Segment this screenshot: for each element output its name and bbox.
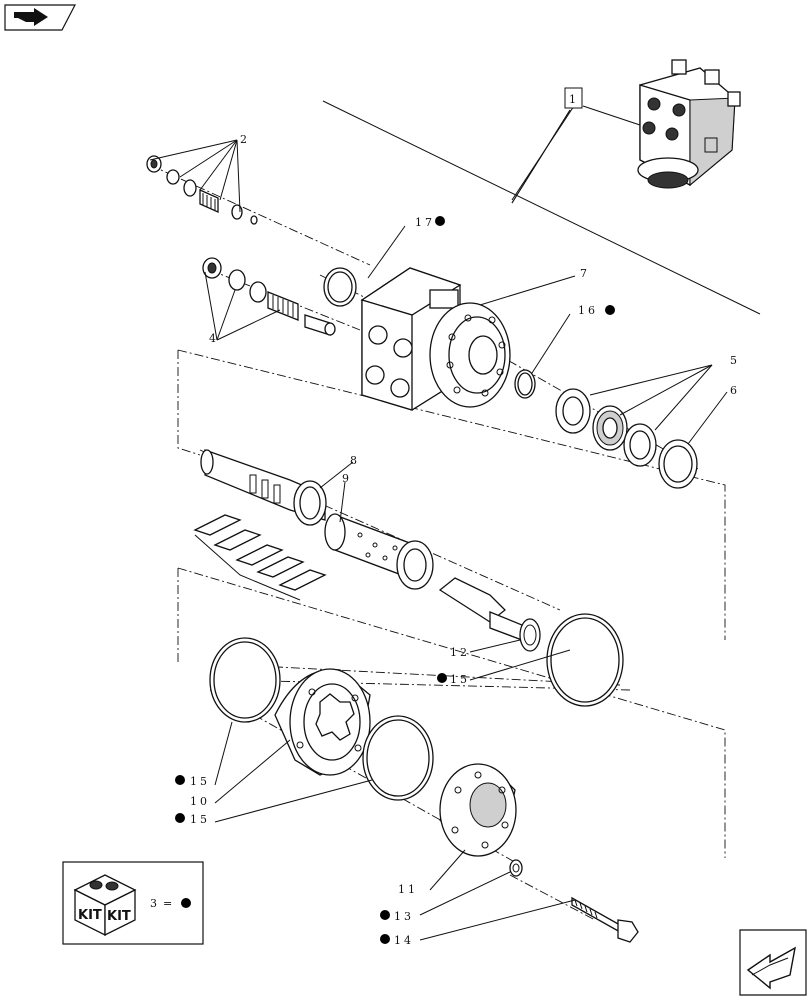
callout-17: 17: [415, 216, 445, 229]
arrow-right-icon: [746, 946, 796, 990]
steering-unit-assembly: [637, 59, 741, 189]
part-5-washer-set: [555, 388, 657, 467]
part-17-o-ring: [323, 267, 357, 307]
svg-text:15: 15: [190, 813, 210, 826]
callout-13: 13: [380, 910, 414, 923]
callout-16: 16: [578, 304, 615, 317]
part-15-o-ring-middle: [362, 715, 434, 801]
part-11-end-cover: [439, 763, 517, 857]
svg-text:1: 1: [569, 93, 579, 106]
part-4-valve-set: [202, 257, 336, 336]
svg-text:KIT: KIT: [78, 908, 102, 923]
svg-text:15: 15: [450, 673, 470, 686]
next-page-button[interactable]: [739, 929, 807, 996]
callout-15-left: 15: [175, 775, 210, 788]
kit-box-icon: KIT KIT: [73, 874, 137, 937]
svg-text:2: 2: [240, 133, 250, 146]
part-8-spool: [200, 449, 327, 526]
part-15-o-ring-left: [209, 637, 281, 723]
part-6-washer: [658, 439, 698, 489]
part-2-valve-set: [146, 155, 258, 225]
part-12-drive-shaft: [438, 577, 541, 652]
svg-text:12: 12: [450, 646, 470, 659]
spring-plates: [193, 514, 327, 601]
part-10-gear-set: [274, 668, 371, 776]
callout-8: 8: [350, 454, 360, 467]
callout-1: 1: [564, 87, 583, 109]
arrow-left-icon: [14, 8, 48, 26]
svg-text:4: 4: [209, 332, 219, 345]
callout-4: 4: [209, 332, 219, 345]
callout-12: 12: [450, 646, 470, 659]
svg-text:5: 5: [730, 354, 740, 367]
svg-text:7: 7: [580, 267, 590, 280]
svg-text:13: 13: [394, 910, 414, 923]
svg-text:17: 17: [415, 216, 435, 229]
svg-text:=: =: [163, 897, 175, 910]
callout-11: 11: [398, 883, 418, 896]
svg-text:16: 16: [578, 304, 598, 317]
part-15-o-ring-right: [546, 613, 624, 707]
part-9-sleeve: [324, 513, 434, 590]
callout-14: 14: [380, 934, 414, 947]
svg-text:6: 6: [730, 384, 740, 397]
callout-15-right: 15: [437, 673, 470, 686]
part-7-housing: [360, 267, 511, 411]
callout-5: 5: [730, 354, 740, 367]
callout-2: 2: [240, 133, 250, 146]
svg-text:10: 10: [190, 795, 210, 808]
callout-9: 9: [342, 472, 352, 485]
svg-text:15: 15: [190, 775, 210, 788]
kit-legend: KIT KIT 3 =: [62, 861, 204, 945]
part-13-washer: [509, 859, 523, 877]
svg-text:11: 11: [398, 883, 418, 896]
callout-6: 6: [730, 384, 740, 397]
svg-text:14: 14: [394, 934, 414, 947]
svg-text:8: 8: [350, 454, 360, 467]
part-14-bolt: [571, 896, 639, 943]
part-16-o-ring: [514, 369, 536, 399]
callout-15-middle: 15: [175, 813, 210, 826]
callout-10: 10: [190, 795, 210, 808]
callout-7: 7: [580, 267, 590, 280]
svg-text:9: 9: [342, 472, 352, 485]
svg-text:KIT: KIT: [107, 909, 131, 924]
previous-page-button[interactable]: [4, 4, 76, 31]
svg-text:3: 3: [150, 897, 160, 910]
